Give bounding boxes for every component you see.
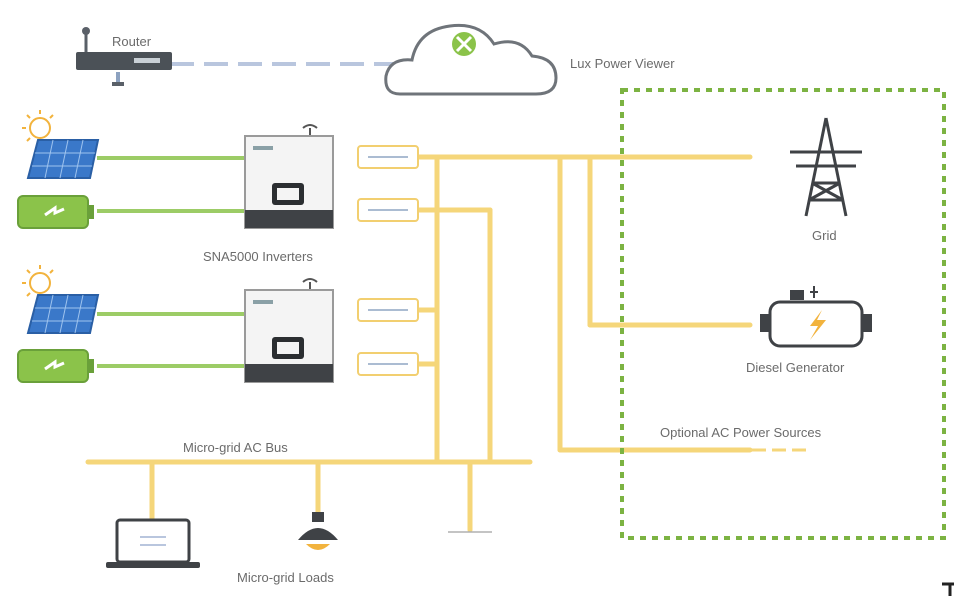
grid-tower-icon xyxy=(790,117,862,217)
inverters-label: SNA5000 Inverters xyxy=(203,249,313,264)
optional-sources-box xyxy=(620,88,946,540)
ac-wiring xyxy=(85,154,753,533)
inverter-icon xyxy=(244,278,334,383)
generator-label: Diesel Generator xyxy=(746,360,845,375)
sun-icon xyxy=(22,265,54,297)
breaker-text-marks xyxy=(368,156,408,365)
battery-icon xyxy=(17,349,94,383)
router-icon xyxy=(76,27,172,86)
loads-label: Micro-grid Loads xyxy=(237,570,334,585)
cloud-icon xyxy=(384,23,558,96)
solar-panel-icon xyxy=(26,139,100,179)
sun-icon xyxy=(22,110,54,142)
lamp-icon xyxy=(298,512,338,550)
ac-bus-label: Micro-grid AC Bus xyxy=(183,440,288,455)
breaker-icon xyxy=(357,145,419,376)
diesel-generator-icon xyxy=(760,286,872,348)
optional-sources-label: Optional AC Power Sources xyxy=(660,425,822,440)
corner-mark-icon xyxy=(942,582,954,596)
grid-label: Grid xyxy=(812,228,837,243)
solar-panel-icon xyxy=(26,294,100,334)
dc-wiring xyxy=(97,156,245,368)
battery-icon xyxy=(17,195,94,229)
laptop-icon xyxy=(106,518,200,568)
inverter-icon xyxy=(244,124,334,229)
router-label: Router xyxy=(112,34,152,49)
cloud-label: Lux Power Viewer xyxy=(570,56,675,71)
